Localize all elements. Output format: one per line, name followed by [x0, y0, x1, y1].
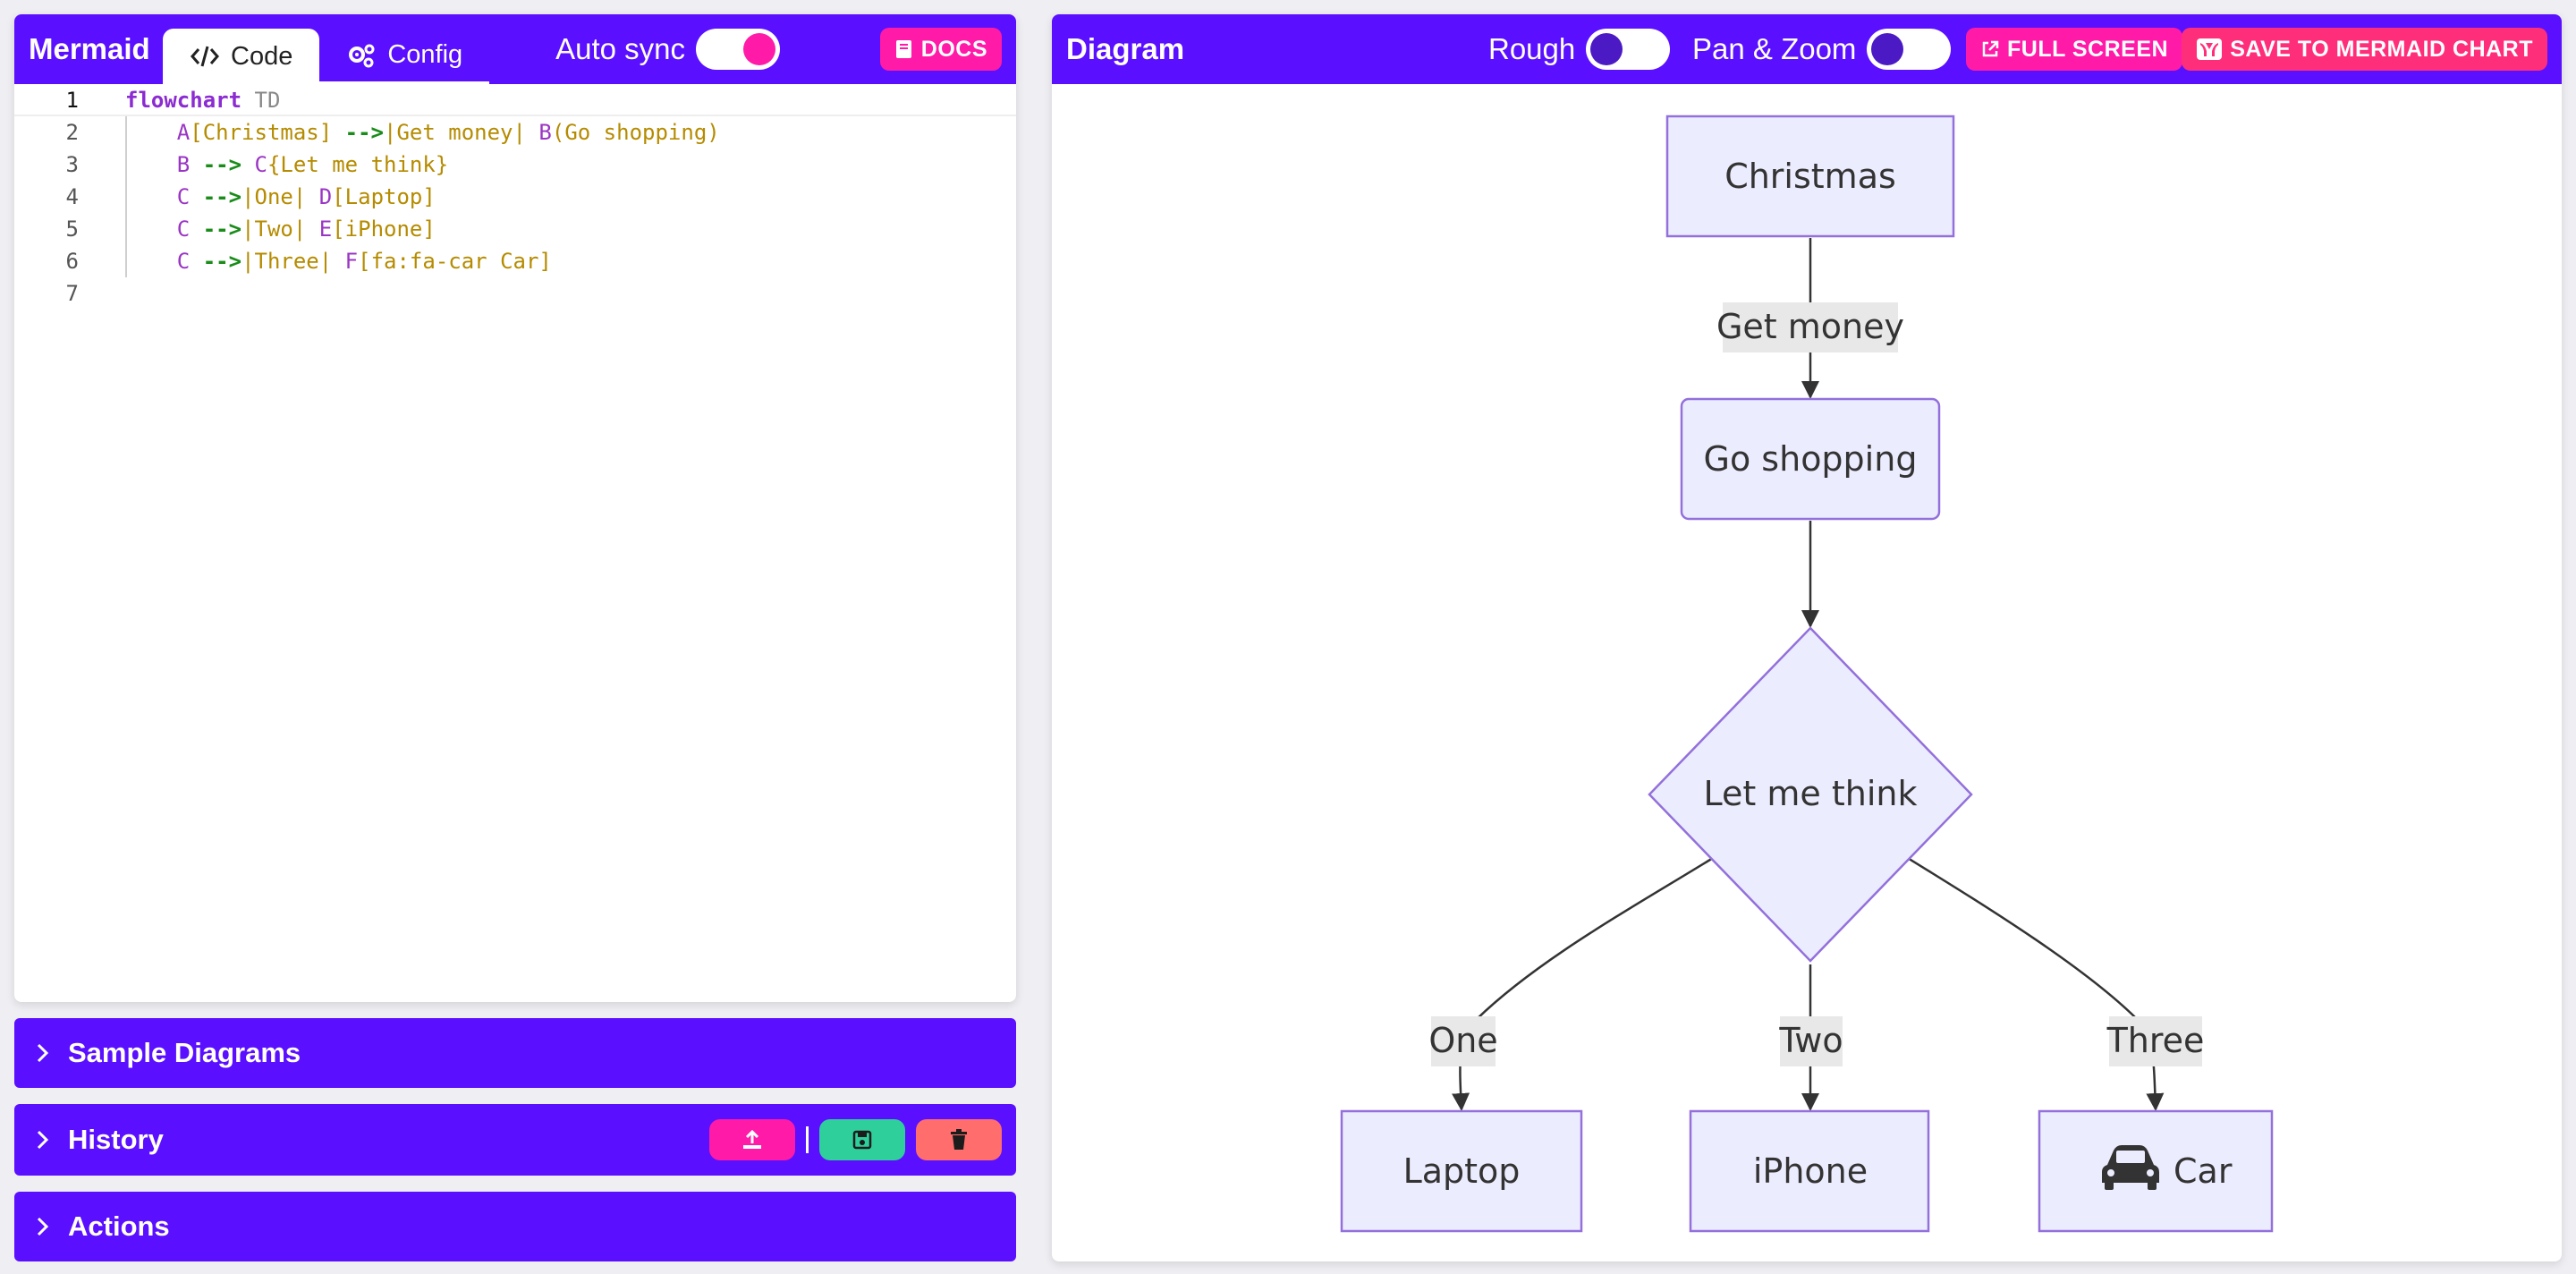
history-panel[interactable]: History	[14, 1104, 1016, 1176]
external-link-icon	[1982, 40, 1999, 57]
flowchart-diagram: Get money One Two Three Christmas Go sho…	[1340, 115, 2274, 1233]
indent-guide	[125, 116, 127, 277]
node-christmas[interactable]	[1665, 115, 1955, 238]
edge-label-bg	[1431, 1016, 1496, 1066]
pan-zoom-label: Pan & Zoom	[1692, 32, 1857, 65]
edge-c-f	[1902, 854, 2165, 1111]
auto-sync-label: Auto sync	[555, 32, 685, 65]
divider	[806, 1126, 809, 1153]
save-history-button[interactable]	[819, 1119, 905, 1160]
sample-diagrams-label: Sample Diagrams	[68, 1037, 301, 1068]
auto-sync-toggle[interactable]	[696, 29, 780, 70]
code-line: 1 flowchart TD	[14, 84, 1016, 116]
node-let-me-think-label: Let me think	[1704, 774, 1918, 813]
node-christmas-label: Christmas	[1724, 157, 1896, 196]
node-iphone[interactable]	[1689, 1109, 1930, 1233]
diagram-toolbar: Diagram Rough Pan & Zoom FULL SCREEN	[1052, 14, 2562, 84]
actions-label: Actions	[68, 1210, 170, 1242]
chevron-right-icon	[37, 1217, 49, 1236]
edge-label-one: One	[1428, 1021, 1497, 1060]
save-to-mermaid-chart-button[interactable]: SAVE TO MERMAID CHART	[2182, 28, 2547, 71]
line-number: 5	[65, 217, 79, 242]
rough-label: Rough	[1488, 32, 1576, 65]
code-line: 6 C -->|Three| F[fa:fa-car Car]	[14, 245, 1016, 277]
code-line: 4 C -->|One| D[Laptop]	[14, 181, 1016, 213]
edge-label-bg	[1780, 1016, 1843, 1066]
code-line: 5 C -->|Two| E[iPhone]	[14, 213, 1016, 245]
edge-label-three: Three	[2106, 1021, 2205, 1060]
chevron-right-icon	[37, 1043, 49, 1063]
code-icon	[191, 46, 219, 67]
code-line: 2 A[Christmas] -->|Get money| B(Go shopp…	[14, 116, 1016, 149]
node-go-shopping[interactable]	[1680, 397, 1941, 521]
line-number: 2	[65, 120, 79, 145]
pan-zoom-control: Pan & Zoom	[1692, 14, 1952, 84]
edge-c-d	[1452, 854, 1718, 1111]
full-screen-label: FULL SCREEN	[2007, 36, 2169, 62]
node-let-me-think[interactable]	[1648, 626, 1973, 963]
rough-control: Rough	[1488, 14, 1671, 84]
history-actions	[709, 1119, 1002, 1160]
code-line: 3 B --> C{Let me think}	[14, 149, 1016, 181]
line-number: 7	[65, 281, 79, 306]
actions-panel[interactable]: Actions	[14, 1192, 1016, 1261]
full-screen-button[interactable]: FULL SCREEN	[1966, 28, 2183, 71]
diagram-title: Diagram	[1066, 32, 1185, 65]
chevron-right-icon	[37, 1130, 49, 1150]
tab-code[interactable]: Code	[163, 29, 320, 84]
line-number: 6	[65, 249, 79, 274]
upload-button[interactable]	[709, 1119, 795, 1160]
node-go-shopping-label: Go shopping	[1704, 439, 1918, 479]
save-icon	[852, 1130, 872, 1150]
history-label: History	[68, 1124, 164, 1155]
auto-sync: Auto sync	[555, 14, 780, 84]
rough-toggle[interactable]	[1586, 29, 1671, 70]
car-icon	[2102, 1145, 2159, 1190]
pan-zoom-toggle[interactable]	[1867, 29, 1952, 70]
edge-label-bg	[1723, 302, 1898, 352]
node-iphone-label: iPhone	[1753, 1151, 1868, 1191]
sample-diagrams-panel[interactable]: Sample Diagrams	[14, 1018, 1016, 1088]
editor-panel: Mermaid Code Config Auto sync	[14, 14, 1016, 1002]
app-brand: Mermaid	[29, 32, 150, 65]
upload-icon	[743, 1129, 761, 1149]
edge-label-get-money: Get money	[1716, 307, 1904, 346]
mermaid-chart-logo-icon	[2197, 38, 2223, 60]
tab-config[interactable]: Config	[319, 29, 490, 84]
edge-label-bg	[2109, 1016, 2202, 1066]
book-icon	[895, 40, 911, 58]
line-number: 1	[65, 88, 79, 113]
tab-config-label: Config	[387, 40, 463, 69]
save-label: SAVE TO MERMAID CHART	[2230, 36, 2533, 62]
node-laptop-label: Laptop	[1403, 1151, 1521, 1191]
diagram-panel: Diagram Rough Pan & Zoom FULL SCREEN	[1052, 14, 2562, 1261]
node-car-label: Car	[2174, 1151, 2233, 1191]
docs-button[interactable]: DOCS	[879, 28, 1002, 71]
docs-label: DOCS	[920, 36, 987, 62]
code-editor[interactable]: 1 flowchart TD 2 A[Christmas] -->|Get mo…	[14, 84, 1016, 1002]
gears-icon	[349, 44, 375, 67]
delete-history-button[interactable]	[916, 1119, 1002, 1160]
line-number: 4	[65, 184, 79, 209]
node-laptop[interactable]	[1340, 1109, 1583, 1233]
code-line: 7	[14, 277, 1016, 310]
edge-label-two: Two	[1778, 1021, 1843, 1060]
editor-toolbar: Mermaid Code Config Auto sync	[14, 14, 1016, 84]
line-number: 3	[65, 152, 79, 177]
trash-icon	[951, 1129, 967, 1150]
tab-code-label: Code	[231, 41, 293, 71]
